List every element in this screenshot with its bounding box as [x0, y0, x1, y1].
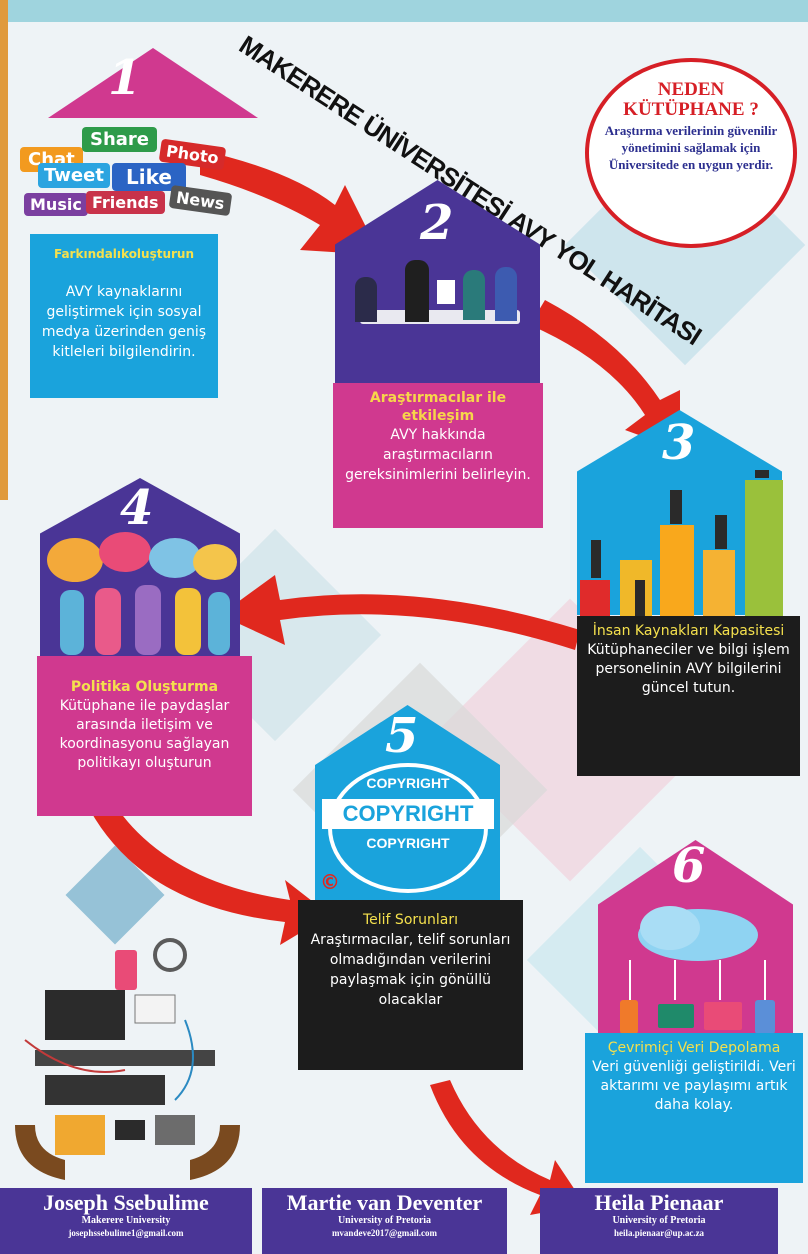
why-library-text: Araştırma verilerinin güvenilir yönetimi…	[604, 123, 778, 172]
copyright-stamp-top: COPYRIGHT	[366, 775, 450, 791]
step-6-number: 6	[672, 838, 706, 894]
social-tag-tweet: Tweet	[38, 163, 110, 188]
step-5-body: Araştırmacılar, telif sorunları olmadığı…	[310, 932, 511, 1008]
person-icon	[355, 277, 377, 322]
step-6-body: Veri güvenliği geliştirildi. Veri aktarı…	[592, 1059, 796, 1113]
step-2-card: Araştırmacılar ile etkileşim AVY hakkınd…	[333, 383, 543, 528]
author-3-affiliation: University of Pretoria	[612, 1215, 706, 1226]
step-4-number: 4	[120, 480, 154, 536]
author-2-affiliation: University of Pretoria	[337, 1215, 432, 1226]
it-infrastructure-illustration	[15, 938, 240, 1180]
social-tag-friends: Friends	[86, 191, 165, 214]
author-1-email: josephssebulime1@gmail.com	[68, 1228, 184, 1238]
author-card-2: Martie van Deventer University of Pretor…	[262, 1188, 507, 1254]
copyright-stamp-middle: COPYRIGHT	[322, 799, 494, 829]
person-icon	[405, 260, 429, 322]
step-2-body: AVY hakkında araştırmacıların gereksinim…	[345, 427, 531, 483]
social-tag-music: Music	[24, 193, 88, 216]
step-6-card: Çevrimiçi Veri Depolama Veri güvenliği g…	[585, 1033, 803, 1183]
step-3-number: 3	[662, 415, 696, 471]
copyright-stamp-bottom: COPYRIGHT	[366, 835, 450, 851]
author-1-affiliation: Makerere University	[81, 1215, 171, 1226]
step-3-card: İnsan Kaynakları Kapasitesi Kütüphanecil…	[577, 616, 800, 776]
career-growth-bars	[580, 470, 783, 620]
author-3-email: heila.pienaar@up.ac.za	[613, 1228, 705, 1238]
step-4-card: Politika Oluşturma Kütüphane ile paydaşl…	[37, 656, 252, 816]
step-1-body: AVY kaynaklarını geliştirmek için sosyal…	[41, 284, 207, 360]
step-4-title: Politika Oluşturma	[70, 679, 219, 695]
author-card-3: Heila Pienaar University of Pretoria hei…	[540, 1188, 778, 1254]
step-5-number: 5	[385, 708, 419, 764]
author-1-name: Joseph Ssebulime	[43, 1190, 209, 1215]
author-card-1: Joseph Ssebulime Makerere University jos…	[0, 1188, 252, 1254]
bg-left-edge	[0, 0, 8, 500]
copyright-symbol: ©	[320, 870, 340, 894]
social-tag-share: Share	[82, 127, 158, 152]
social-media-cloud: Chat Share Photo Tweet Like Music Friend…	[20, 125, 232, 225]
speech-bubbles-people	[47, 532, 237, 655]
cloud-storage-illustration	[620, 906, 775, 1034]
step-6-title: Çevrimiçi Veri Depolama	[607, 1040, 781, 1056]
meeting-illustration	[345, 255, 530, 355]
step-1-card: Farkındalıkoluşturun AVY kaynaklarını ge…	[30, 234, 218, 398]
step-5-card: Telif Sorunları Araştırmacılar, telif so…	[298, 900, 523, 1070]
step-1-title: Farkındalıkoluşturun	[53, 247, 195, 261]
step-3-body: Kütüphaneciler ve bilgi işlem personelin…	[587, 642, 790, 696]
bg-top-band	[0, 0, 808, 22]
document-icon	[437, 280, 455, 304]
person-icon	[463, 270, 485, 320]
person-icon	[495, 267, 517, 321]
step-4-body: Kütüphane ile paydaşlar arasında iletişi…	[59, 698, 230, 771]
why-library-heading: NEDEN KÜTÜPHANE ?	[623, 79, 759, 120]
author-3-name: Heila Pienaar	[594, 1190, 724, 1215]
copyright-stamp: COPYRIGHT COPYRIGHT COPYRIGHT	[322, 763, 494, 893]
why-library-badge: NEDEN KÜTÜPHANE ? Araştırma verilerinin …	[585, 58, 797, 248]
step-2-title: Araştırmacılar ile etkileşim	[369, 390, 507, 424]
author-2-email: mvandeve2017@gmail.com	[331, 1228, 438, 1238]
social-tag-news: News	[168, 184, 232, 217]
step-1-roof	[48, 48, 258, 118]
author-2-name: Martie van Deventer	[286, 1190, 483, 1215]
step-2-number: 2	[420, 195, 454, 251]
step-3-title: İnsan Kaynakları Kapasitesi	[592, 623, 785, 639]
step-5-title: Telif Sorunları	[362, 912, 458, 928]
step-1-number: 1	[108, 50, 142, 106]
